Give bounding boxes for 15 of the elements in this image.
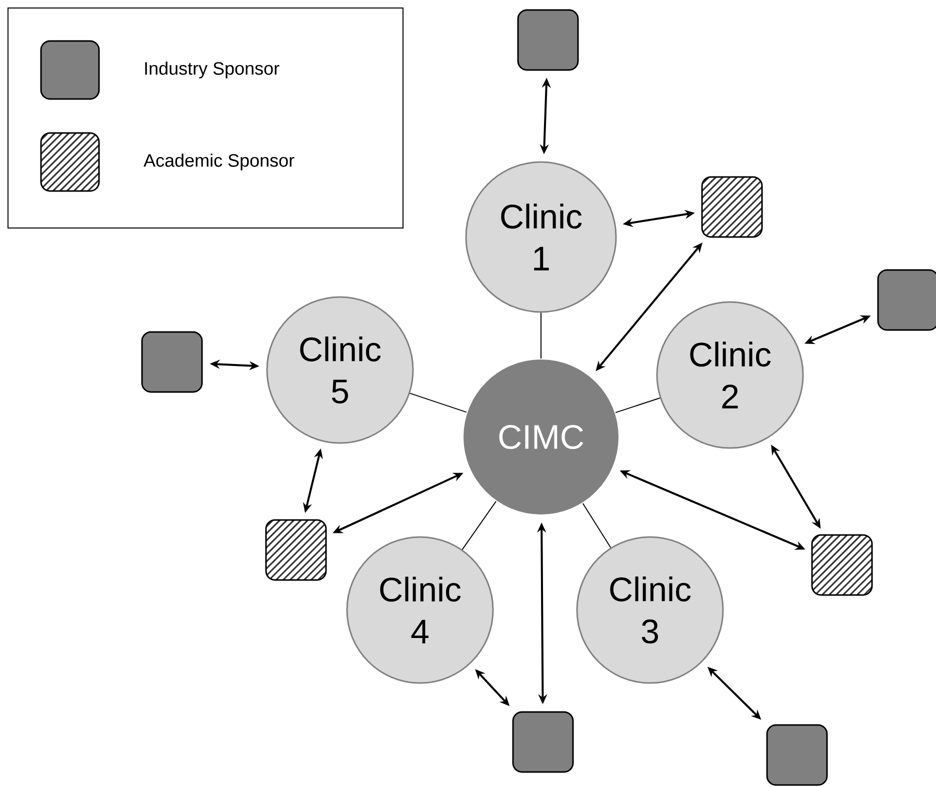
sponsor-box [141, 331, 203, 393]
connector-line [615, 398, 660, 414]
legend-label: Academic Sponsor [144, 154, 294, 170]
connector-line [540, 312, 542, 359]
hatched-box [265, 519, 327, 581]
sponsor-box [517, 9, 579, 71]
hatched-box [701, 176, 763, 238]
connector-line [409, 392, 468, 413]
connector-line [462, 500, 497, 550]
connector-line [582, 502, 612, 548]
legend-label: Industry Sponsor [145, 62, 280, 78]
sponsor-box [766, 724, 828, 786]
sponsor-box [512, 711, 574, 773]
sponsor-box [877, 269, 936, 331]
hatched-box [811, 534, 873, 596]
